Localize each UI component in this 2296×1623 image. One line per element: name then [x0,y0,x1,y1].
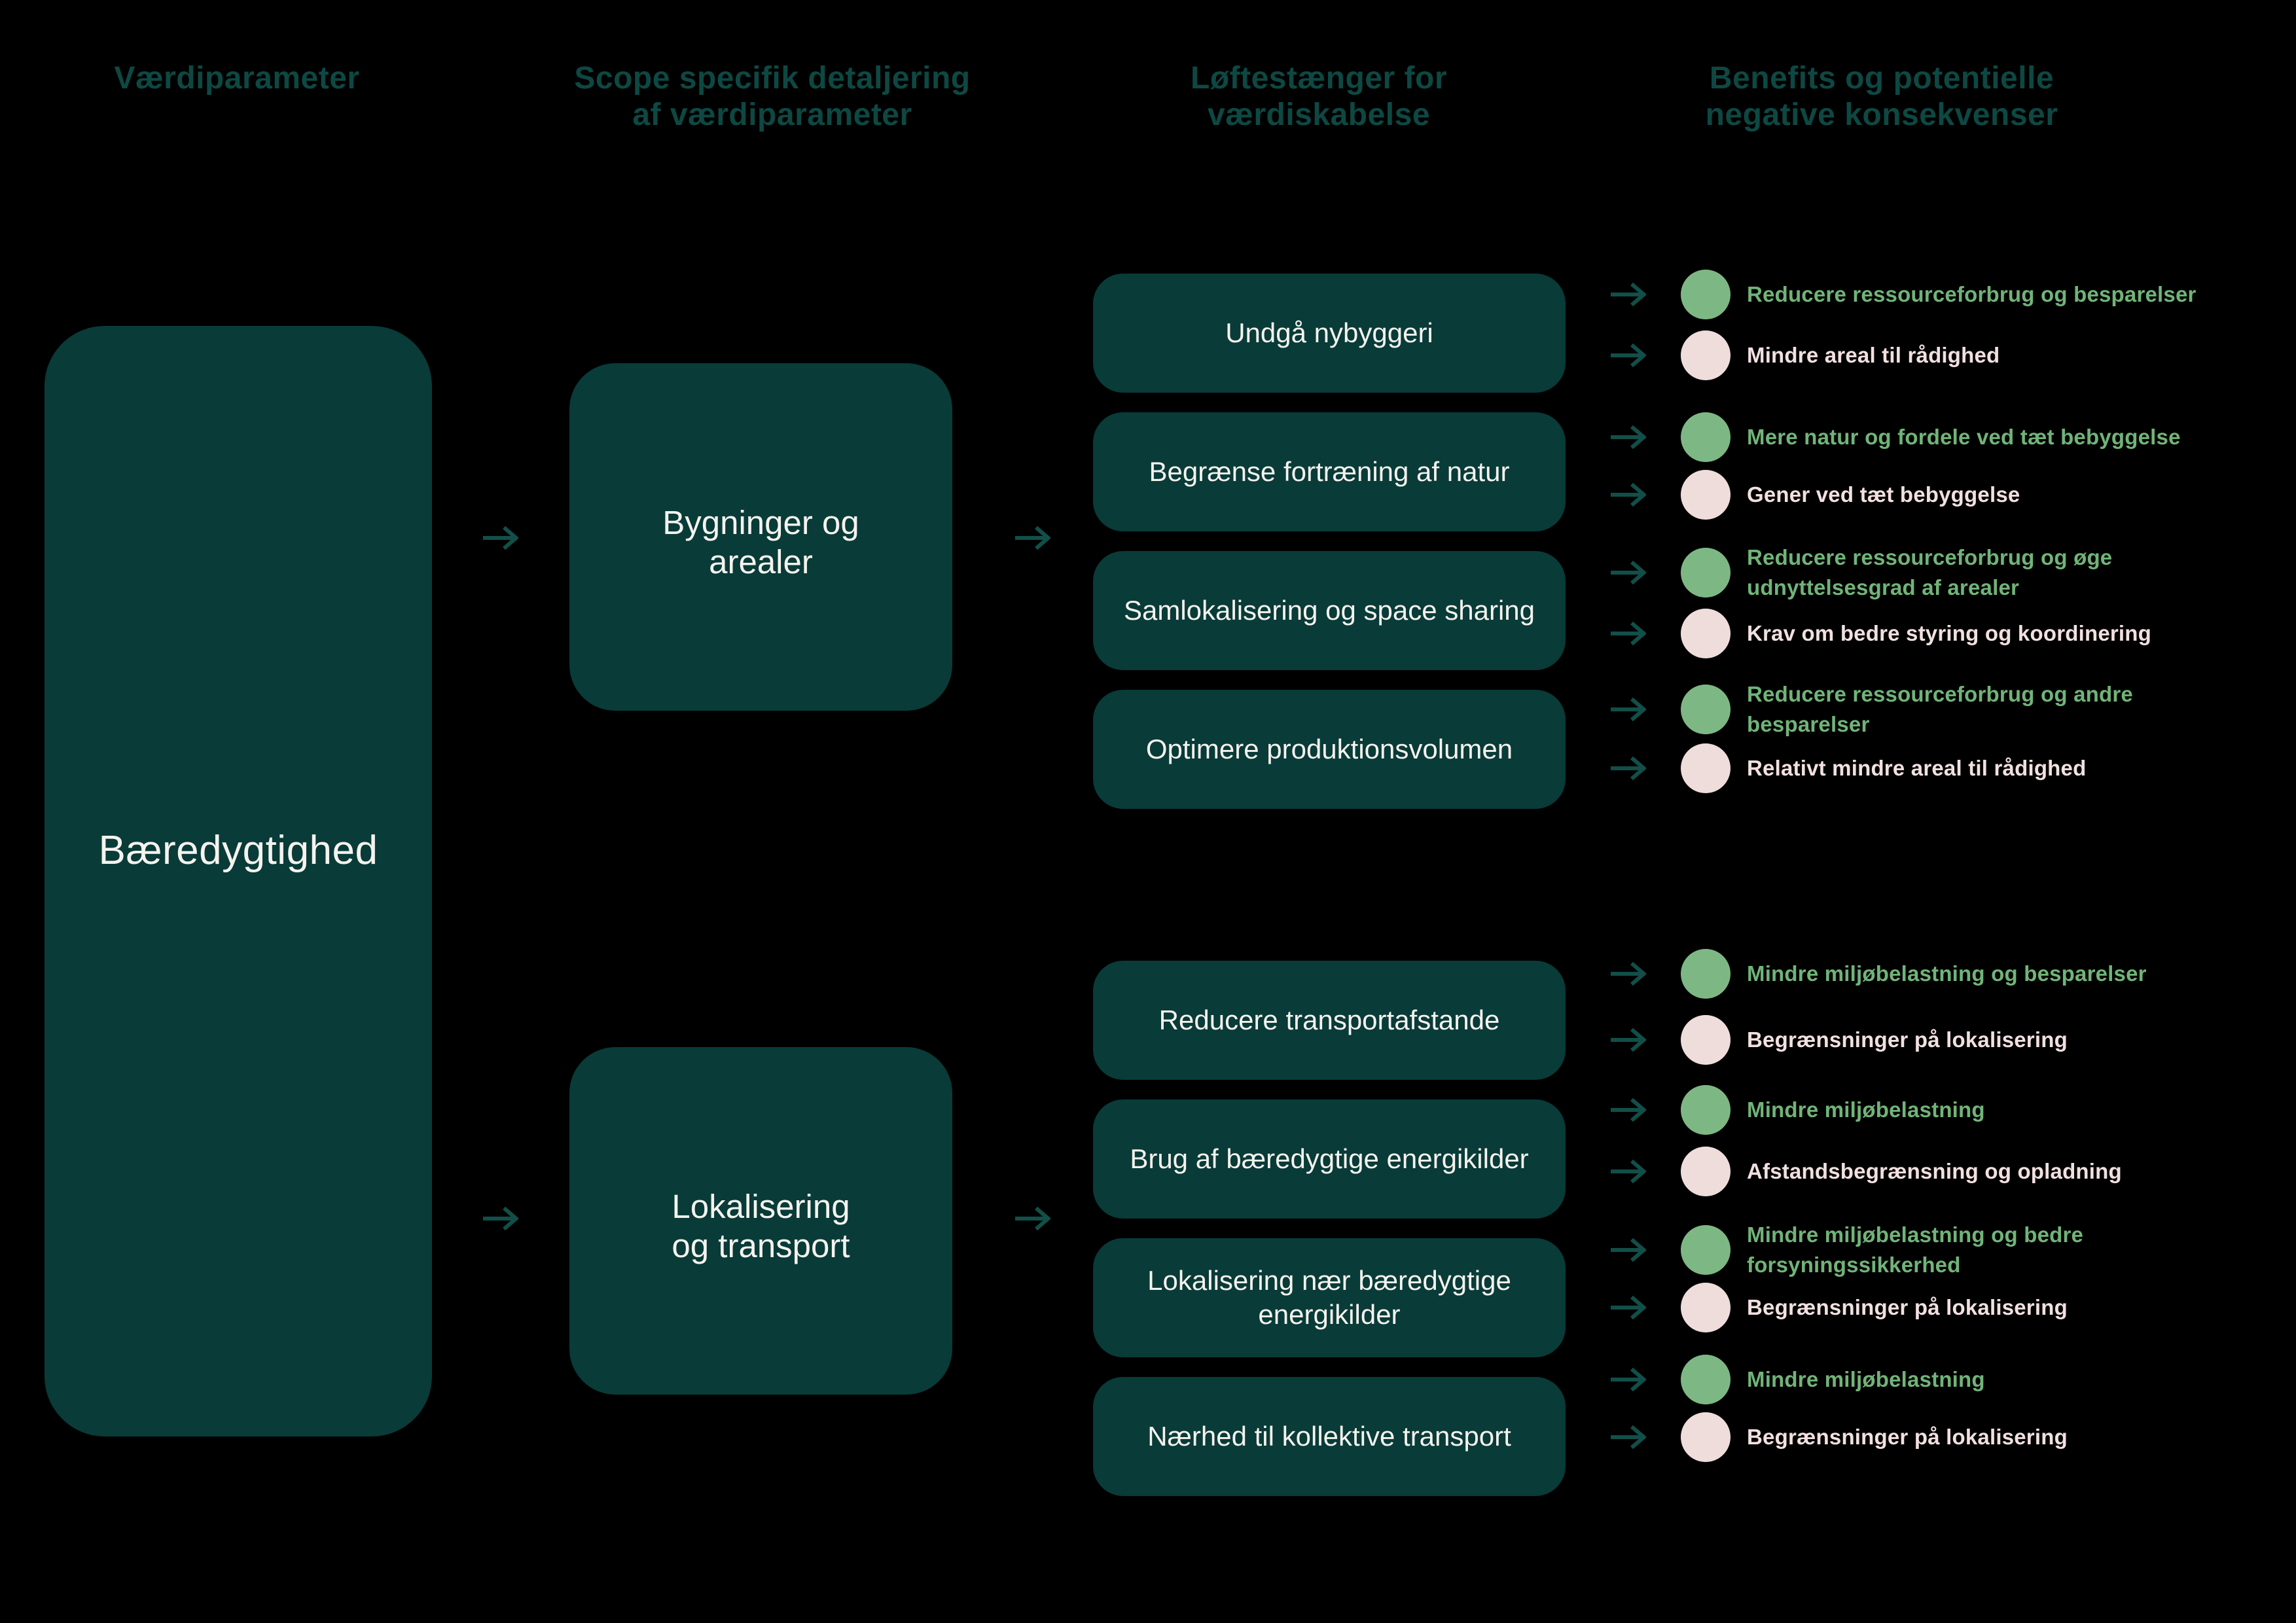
negative-benefit-dot [1681,743,1731,793]
benefit-row-positive: Mindre miljøbelastning og bedre forsynin… [1609,1220,2083,1280]
scope-label: Lokalisering og transport [672,1187,850,1264]
arrow-icon [1609,1237,1646,1263]
benefit-row-negative: Relativt mindre areal til rådighed [1609,743,2086,793]
flow-arrow-icon [481,525,518,551]
flow-arrow-icon [1013,525,1050,551]
negative-benefit-dot [1681,1412,1731,1462]
benefit-row-positive: Mere natur og fordele ved tæt bebyggelse [1609,412,2181,462]
arrow-icon [1609,482,1646,508]
negative-benefit-dot [1681,1147,1731,1196]
benefit-row-positive: Reducere ressourceforbrug og besparelser [1609,270,2197,319]
positive-benefit-dot [1681,412,1731,462]
benefit-row-positive: Mindre miljøbelastning [1609,1355,1985,1404]
negative-benefit-dot [1681,609,1731,658]
scope-label: Bygninger og arealer [662,503,859,580]
negative-benefit-dot [1681,1283,1731,1332]
arrow-icon [1609,1027,1646,1053]
benefit-text: Relativt mindre areal til rådighed [1747,756,2087,780]
benefit-row-negative: Mindre areal til rådighed [1609,330,2000,380]
lever-box-reducere-transportafstande: Reducere transportafstande [1093,961,1566,1080]
lever-label: Undgå nybyggeri [1225,317,1433,348]
benefit-text: Mindre miljøbelastning [1747,1097,1985,1122]
benefit-text: Gener ved tæt bebyggelse [1747,482,2020,507]
lever-label: Begrænse fortræning af natur [1149,456,1510,487]
arrow-icon [1609,1366,1646,1393]
arrow-icon [1609,1294,1646,1321]
value-parameter-box: Bæredygtighed [45,326,432,1436]
positive-benefit-dot [1681,685,1731,734]
positive-benefit-dot [1681,270,1731,319]
lever-box-begraense-fortraening: Begrænse fortræning af natur [1093,412,1566,531]
benefit-row-negative: Begrænsninger på lokalisering [1609,1015,2068,1065]
arrow-icon [1609,696,1646,722]
benefit-text: Mindre miljøbelastning og bedre forsynin… [1747,1222,2084,1277]
benefit-text: Mindre miljøbelastning og besparelser [1747,961,2147,986]
column-header-value-parameter: Værdiparameter [114,61,360,96]
scope-box-bygninger-og-arealer: Bygninger og arealer [569,363,952,711]
value-parameter-label: Bæredygtighed [98,828,378,873]
lever-box-brug-af-baeredygtige-energikilder: Brug af bæredygtige energikilder [1093,1099,1566,1219]
arrow-icon [1609,1097,1646,1123]
lever-label: Brug af bæredygtige energikilder [1130,1143,1529,1174]
arrow-icon [1609,620,1646,647]
benefit-row-negative: Krav om bedre styring og koordinering [1609,609,2151,658]
lever-label: Optimere produktionsvolumen [1145,734,1513,764]
benefit-row-positive: Reducere ressourceforbrug og andre bespa… [1609,679,2133,740]
benefit-text: Begrænsninger på lokalisering [1747,1027,2068,1052]
benefit-row-positive: Mindre miljøbelastning [1609,1085,1985,1135]
benefit-row-positive: Mindre miljøbelastning og besparelser [1609,949,2147,999]
benefit-row-positive: Reducere ressourceforbrug og øge udnytte… [1609,543,2112,603]
arrow-icon [1609,560,1646,586]
arrow-icon [1609,755,1646,781]
benefit-row-negative: Gener ved tæt bebyggelse [1609,470,2020,520]
benefit-text: Mindre miljøbelastning [1747,1367,1985,1391]
lever-box-samlokalisering: Samlokalisering og space sharing [1093,551,1566,670]
flow-arrow-icon [481,1205,518,1232]
flow-arrow-icon [1013,1205,1050,1232]
arrow-icon [1609,1424,1646,1450]
arrow-icon [1609,961,1646,987]
lever-box-naerhed-til-kollektive-transport: Nærhed til kollektive transport [1093,1377,1566,1496]
benefit-text: Mindre areal til rådighed [1747,343,2000,367]
benefit-text: Reducere ressourceforbrug og andre bespa… [1747,682,2133,736]
lever-label: Nærhed til kollektive transport [1147,1421,1511,1452]
benefit-text: Mere natur og fordele ved tæt bebyggelse [1747,425,2181,449]
negative-benefit-dot [1681,470,1731,520]
column-header-levers: Løftestænger for værdiskabelse [1191,61,1447,132]
lever-box-lokalisering-naer-energikilder: Lokalisering nær bæredygtige energikilde… [1093,1238,1566,1357]
benefit-text: Begrænsninger på lokalisering [1747,1425,2068,1449]
benefit-row-negative: Afstandsbegrænsning og opladning [1609,1147,2122,1196]
lever-label: Reducere transportafstande [1158,1005,1500,1035]
arrow-icon [1609,1158,1646,1185]
negative-benefit-dot [1681,330,1731,380]
benefit-row-negative: Begrænsninger på lokalisering [1609,1283,2068,1332]
positive-benefit-dot [1681,1085,1731,1135]
benefit-text: Reducere ressourceforbrug og besparelser [1747,282,2197,306]
benefit-text: Afstandsbegrænsning og opladning [1747,1159,2122,1183]
negative-benefit-dot [1681,1015,1731,1065]
lever-box-undga-nybyggeri: Undgå nybyggeri [1093,274,1566,393]
lever-label: Lokalisering nær bæredygtige energikilde… [1147,1265,1511,1330]
column-header-benefits: Benefits og potentielle negative konsekv… [1705,61,2058,132]
benefit-text: Krav om bedre styring og koordinering [1747,621,2151,645]
arrow-icon [1609,342,1646,368]
positive-benefit-dot [1681,548,1731,597]
positive-benefit-dot [1681,1225,1731,1275]
benefit-text: Reducere ressourceforbrug og øge udnytte… [1747,545,2113,599]
lever-box-optimere-produktionsvolumen: Optimere produktionsvolumen [1093,690,1566,809]
positive-benefit-dot [1681,949,1731,999]
lever-label: Samlokalisering og space sharing [1123,595,1535,626]
benefit-text: Begrænsninger på lokalisering [1747,1295,2068,1319]
scope-box-lokalisering-og-transport: Lokalisering og transport [569,1047,952,1395]
arrow-icon [1609,424,1646,450]
column-header-scope-detail: Scope specifik detaljering af værdiparam… [574,61,971,132]
benefit-row-negative: Begrænsninger på lokalisering [1609,1412,2068,1462]
positive-benefit-dot [1681,1355,1731,1404]
arrow-icon [1609,281,1646,308]
